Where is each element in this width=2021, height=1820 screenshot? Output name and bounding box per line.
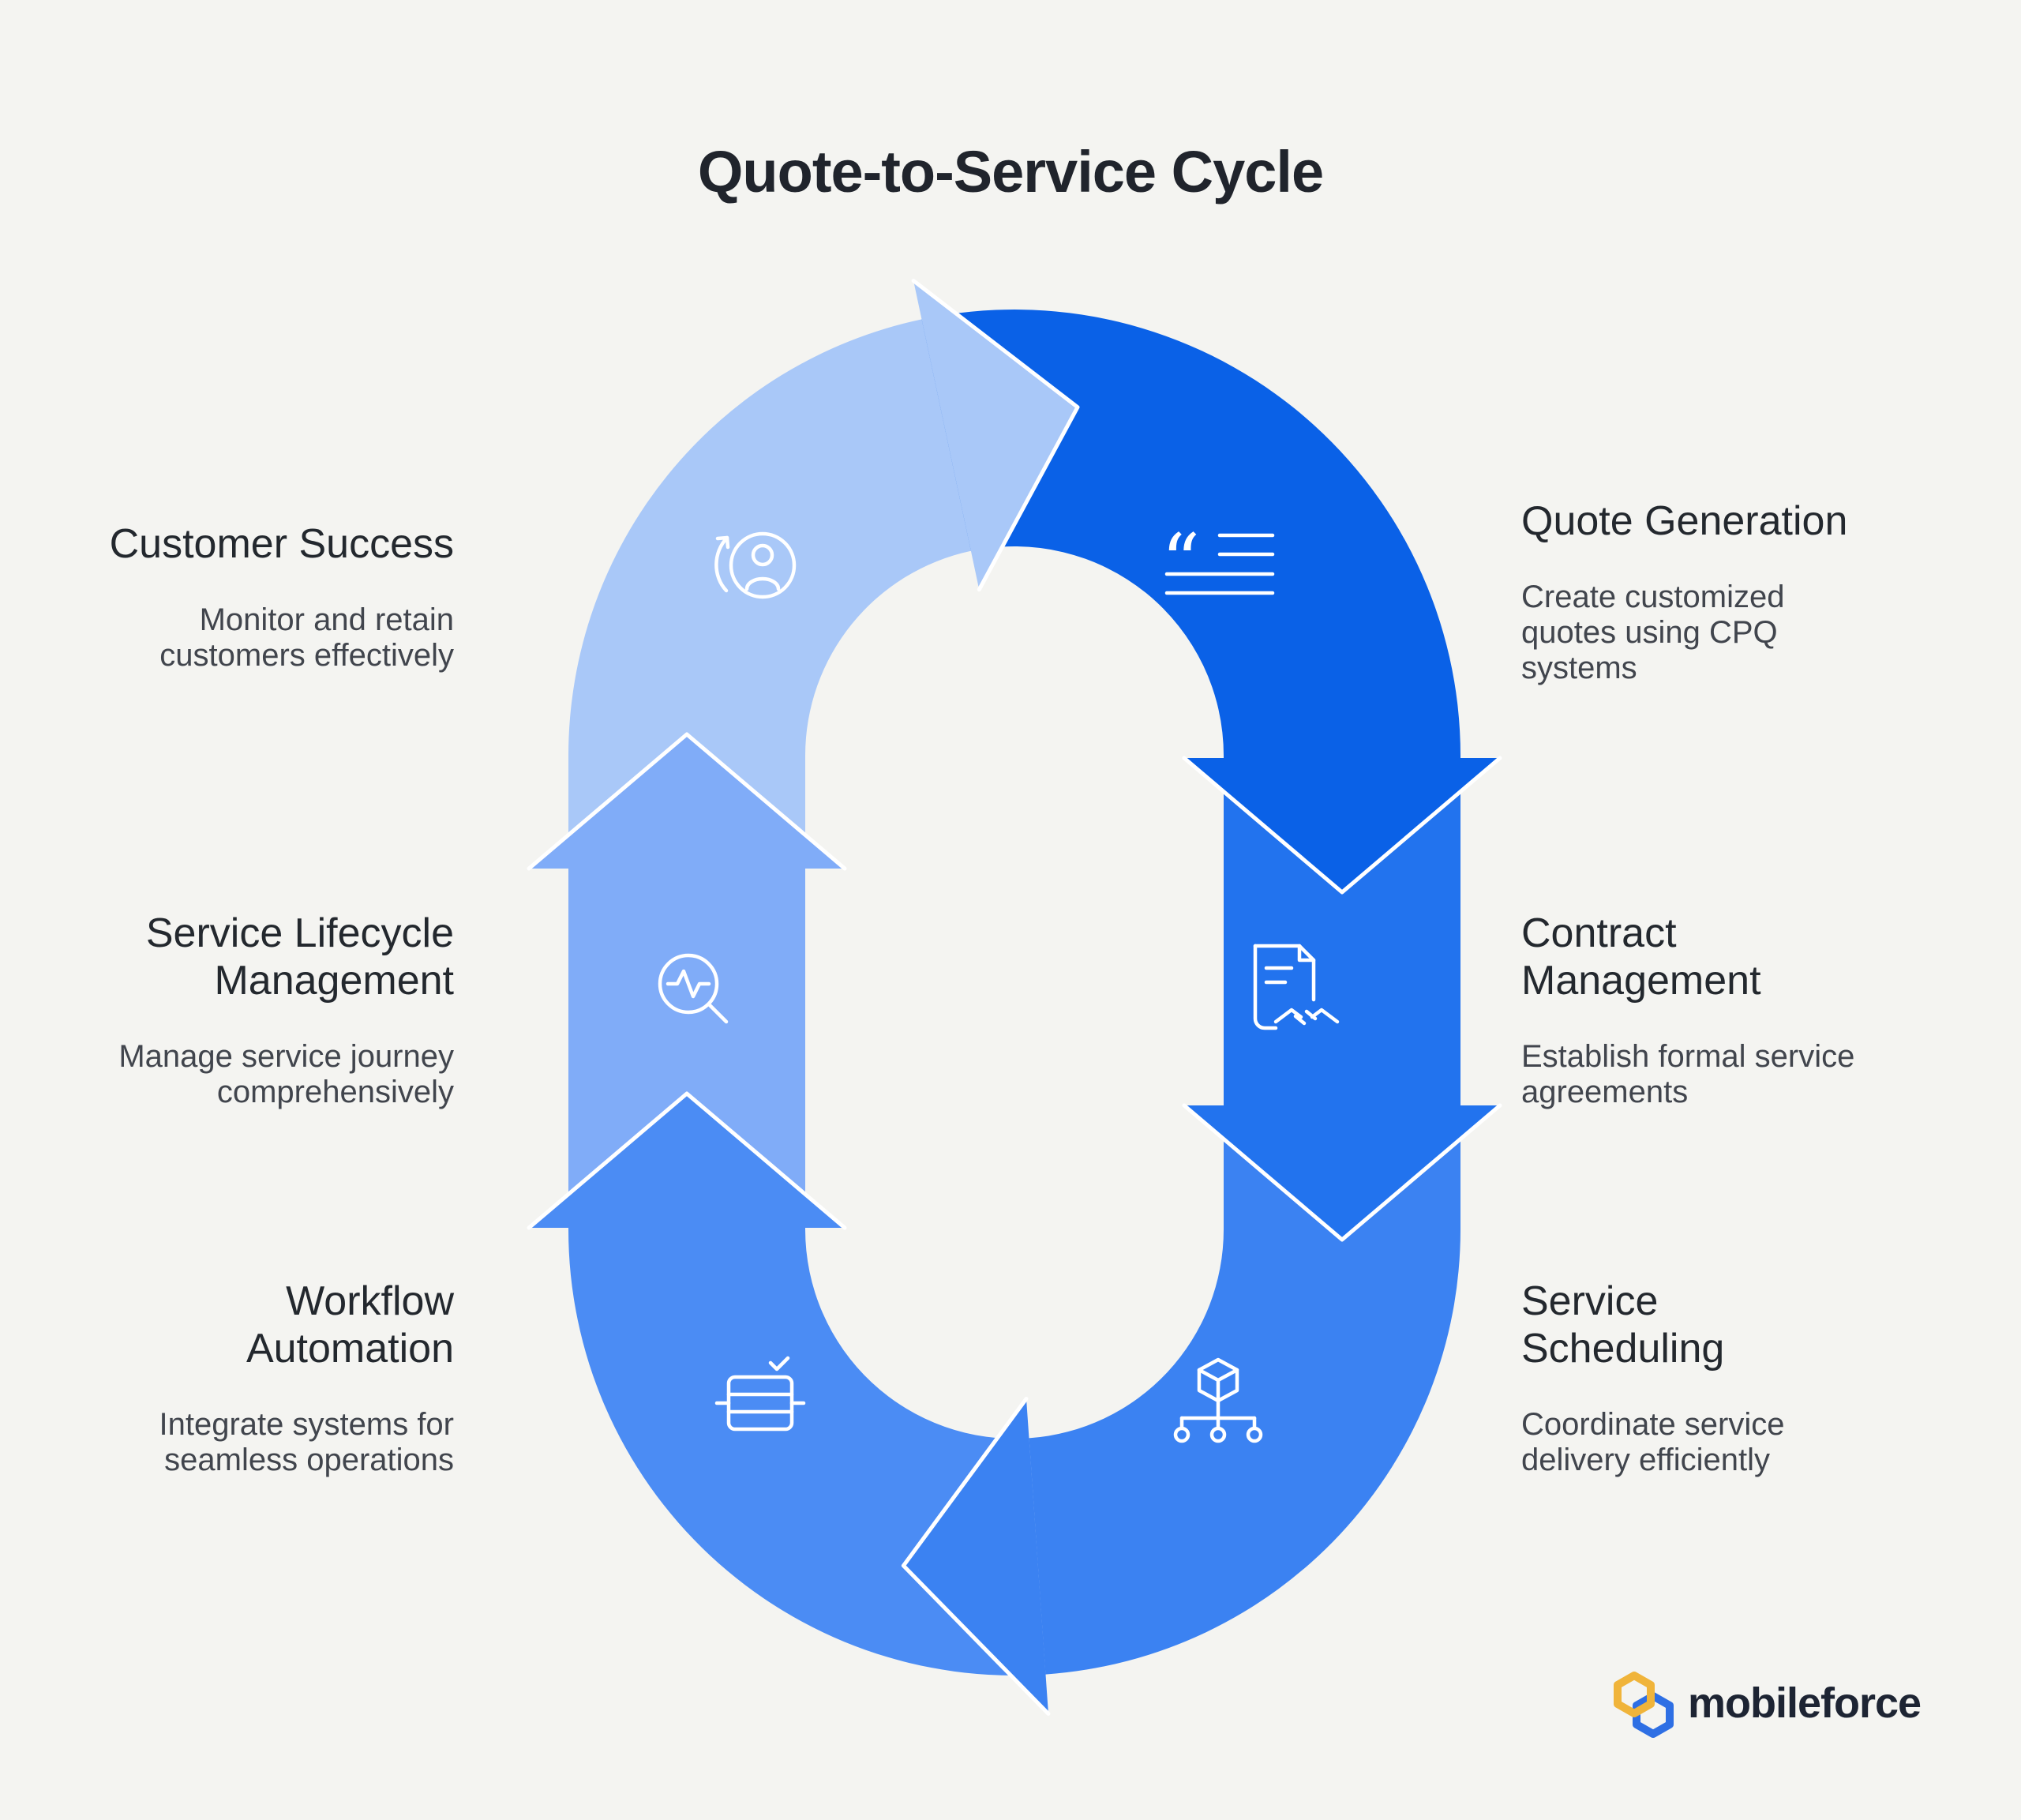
page-title: Quote-to-Service Cycle: [697, 139, 1324, 205]
logo-hexagon-yellow: [1614, 1672, 1655, 1717]
step-heading: Quote Generation: [1521, 498, 1848, 544]
step-description: Integrate systems for seamless operation…: [159, 1407, 454, 1477]
arrowhead-left-upper-icon: [527, 732, 847, 871]
package-hierarchy-icon: [1173, 1357, 1263, 1443]
step-description: Create customized quotes using CPQ syste…: [1521, 580, 1785, 685]
step-customer-success: Customer Success Monitor and retain cust…: [110, 506, 454, 688]
step-heading: Service Scheduling: [1521, 1278, 1725, 1372]
brand-logo-text: mobileforce: [1688, 1679, 1922, 1727]
quote-lines-icon: “: [1161, 518, 1275, 606]
step-quote-generation: Quote Generation Create customized quote…: [1521, 483, 1847, 700]
step-service-lifecycle: Service Lifecycle Management Manage serv…: [118, 895, 454, 1124]
step-description: Monitor and retain customers effectively: [159, 602, 454, 673]
brand-logo: mobileforce: [1607, 1668, 1922, 1739]
segment-service-lifecycle: [568, 869, 805, 1228]
step-contract-management: Contract Management Establish formal ser…: [1521, 895, 1854, 1124]
segment-service-scheduling: [1029, 1105, 1460, 1675]
step-description: Establish formal service agreements: [1521, 1039, 1855, 1109]
magnifier-pulse-icon: [658, 953, 729, 1024]
step-workflow-automation: Workflow Automation Integrate systems fo…: [159, 1263, 454, 1492]
step-heading: Workflow Automation: [246, 1278, 454, 1372]
arrowhead-right-upper-icon: [1182, 756, 1502, 895]
step-heading: Contract Management: [1521, 910, 1761, 1004]
step-heading: Customer Success: [109, 521, 454, 567]
arrowhead-left-lower-icon: [527, 1091, 847, 1230]
segment-customer-success: [568, 319, 971, 869]
person-cycle-icon: [714, 531, 797, 599]
arrowhead-bottom-icon: [901, 1397, 1051, 1716]
step-description: Coordinate service delivery efficiently: [1521, 1407, 1785, 1477]
logo-hexagon-blue: [1633, 1692, 1674, 1738]
contract-handshake-icon: [1253, 944, 1340, 1030]
step-service-scheduling: Service Scheduling Coordinate service de…: [1521, 1263, 1785, 1492]
brand-logo-icon: [1614, 1672, 1674, 1738]
step-description: Manage service journey comprehensively: [118, 1039, 454, 1109]
step-heading: Service Lifecycle Management: [145, 910, 454, 1004]
process-table-icon: [714, 1356, 806, 1432]
arrowhead-top-icon: [911, 279, 1080, 592]
arrowhead-right-lower-icon: [1182, 1103, 1502, 1242]
